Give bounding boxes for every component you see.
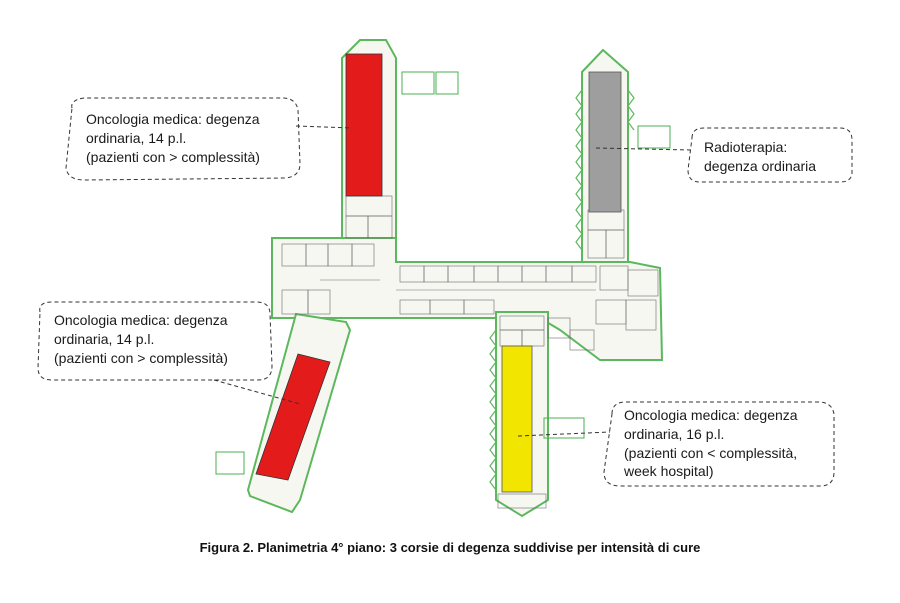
callout-leader bbox=[213, 379, 301, 405]
callout-line: (pazienti con < complessità, bbox=[624, 445, 797, 461]
callout-line: week hospital) bbox=[623, 463, 714, 479]
callout-line: (pazienti con > complessità) bbox=[54, 350, 228, 366]
callout-line: Oncologia medica: degenza bbox=[54, 312, 228, 328]
callout-oncologia-bottom-left: Oncologia medica: degenza ordinaria, 14 … bbox=[37, 301, 301, 405]
callout-oncologia-bottom-right: Oncologia medica: degenza ordinaria, 16 … bbox=[517, 401, 835, 487]
annex-blocks bbox=[215, 71, 671, 475]
ward-red-top bbox=[345, 53, 383, 197]
callout-line: Oncologia medica: degenza bbox=[624, 407, 798, 423]
callout-line: ordinaria, 14 p.l. bbox=[86, 130, 186, 146]
callout-line: Radioterapia: bbox=[704, 139, 787, 155]
callout-line: ordinaria, 16 p.l. bbox=[624, 426, 724, 442]
ward-grey bbox=[588, 71, 622, 213]
ward-red-bottom bbox=[255, 353, 331, 481]
facade-zigzag bbox=[489, 89, 635, 491]
callout-line: Oncologia medica: degenza bbox=[86, 111, 260, 127]
callout-radioterapia: Radioterapia: degenza ordinaria bbox=[595, 127, 853, 183]
ward-yellow bbox=[501, 345, 533, 493]
figure-caption: Figura 2. Planimetria 4° piano: 3 corsie… bbox=[199, 540, 701, 555]
callout-line: (pazienti con > complessità) bbox=[86, 149, 260, 165]
callout-leader bbox=[517, 431, 611, 437]
callout-leader bbox=[595, 147, 691, 151]
callout-leader bbox=[295, 125, 353, 129]
callout-line: ordinaria, 14 p.l. bbox=[54, 331, 154, 347]
callout-line: degenza ordinaria bbox=[704, 158, 816, 174]
callout-oncologia-top: Oncologia medica: degenza ordinaria, 14 … bbox=[65, 97, 353, 181]
